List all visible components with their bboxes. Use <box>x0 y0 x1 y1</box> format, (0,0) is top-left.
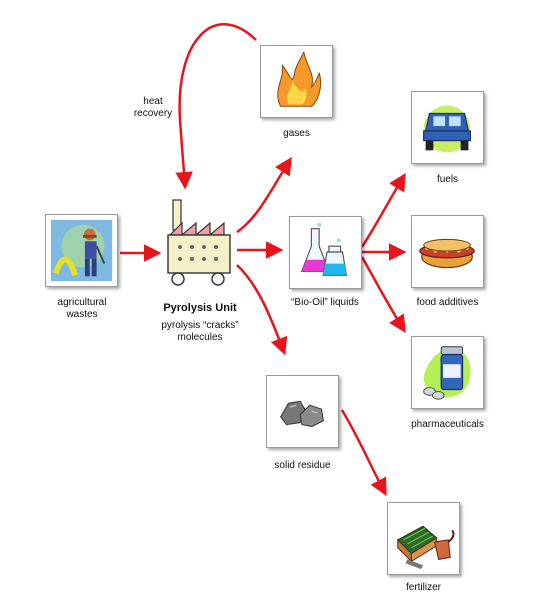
arrow-pyro-to-gases <box>236 157 292 234</box>
heat-recovery-label: heat recovery <box>133 96 173 119</box>
solid-residue-label: solid residue <box>274 460 331 471</box>
flask-icon <box>300 222 348 276</box>
food-additives-node <box>411 215 484 288</box>
agricultural-wastes-node <box>45 214 118 287</box>
farmer-icon <box>50 219 113 282</box>
gases-node <box>260 45 333 118</box>
fuels-node <box>411 91 484 164</box>
arrow-biooil-to-pharma <box>360 256 406 333</box>
arrow-heat-recovery <box>175 23 257 190</box>
garden-tray-icon <box>396 525 455 570</box>
bio-oil-label: “Bio-Oil” liquids <box>291 297 359 308</box>
fuels-label: fuels <box>436 174 459 185</box>
car-icon <box>423 105 471 153</box>
hotdog-icon <box>419 238 475 269</box>
pyrolysis-unit-subtitle: pyrolysis “cracks” molecules <box>161 320 239 343</box>
pyrolysis-unit-title: Pyrolysis Unit <box>163 302 237 314</box>
arrow-pyro-to-solid <box>236 264 288 356</box>
pharmaceuticals-node <box>411 336 484 409</box>
pharmaceuticals-label: pharmaceuticals <box>411 419 484 430</box>
charcoal-icon <box>280 400 324 428</box>
bio-oil-node <box>289 216 362 289</box>
fertilizer-label: fertilizer <box>405 582 441 593</box>
agricultural-wastes-label: agricultural wastes <box>57 297 107 320</box>
pyrolysis-factory-icon <box>167 199 231 286</box>
flame-icon <box>277 51 322 107</box>
food-additives-label: food additives <box>416 297 479 308</box>
arrow-biooil-to-fuels <box>360 173 406 248</box>
solid-residue-node <box>266 375 339 448</box>
arrow-solid-to-fert <box>340 409 387 497</box>
gases-label: gases <box>283 128 310 139</box>
pill-bottle-icon <box>423 346 471 400</box>
fertilizer-node <box>387 502 460 575</box>
